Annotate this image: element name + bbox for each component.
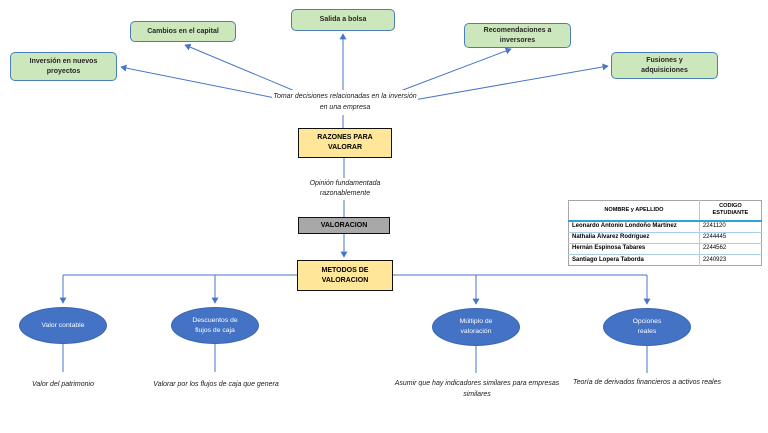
- node-descuentos-flujos-caja: Descuentos de flujos de caja: [171, 307, 259, 344]
- student-code: 2244562: [699, 243, 762, 256]
- table-row: Hernán Espinosa Tabares 2244562: [568, 243, 762, 256]
- table-header-row: NOMBRE y APELLIDO CODIGO ESTUDIANTE: [568, 200, 762, 222]
- node-label: Fusiones y adquisiciones: [641, 57, 688, 74]
- table-row: Santiago Lopera Taborda 2240923: [568, 254, 762, 266]
- node-label: Múltiplo de valoración: [459, 318, 493, 335]
- node-label: Descuentos de flujos de caja: [192, 316, 238, 334]
- node-label: Valor contable: [41, 321, 85, 329]
- node-label: METODOS DE VALORACION: [321, 266, 369, 284]
- node-cambios-capital: Cambios en el capital: [130, 21, 236, 42]
- node-metodos-de-valoracion: METODOS DE VALORACION: [297, 260, 393, 291]
- node-inversion-nuevos-proyectos: Inversión en nuevos proyectos: [10, 52, 117, 81]
- student-name: Nathalia Álvarez Rodríguez: [568, 232, 700, 244]
- student-name: Leonardo Antonio Londoño Martínez: [568, 220, 700, 233]
- table-row: Leonardo Antonio Londoño Martínez 224112…: [568, 220, 762, 233]
- header-nombre: NOMBRE y APELLIDO: [568, 200, 700, 222]
- node-salida-bolsa: Salida a bolsa: [291, 9, 395, 31]
- node-valoracion: VALORACION: [298, 217, 390, 234]
- node-fusiones-adquisiciones: Fusiones y adquisiciones: [611, 52, 718, 79]
- node-label: Opciones reales: [632, 318, 662, 335]
- node-opciones-reales: Opciones reales: [603, 308, 691, 346]
- node-valor-contable: Valor contable: [19, 307, 107, 344]
- caption-descuentos: Valorar por los flujos de caja que gener…: [153, 381, 279, 388]
- student-name: Hernán Espinosa Tabares: [568, 243, 700, 256]
- caption-valor-contable: Valor del patrimonio: [32, 381, 94, 388]
- caption-multiplo: Asumir que hay indicadores similares par…: [394, 380, 560, 398]
- node-razones-para-valorar: RAZONES PARA VALORAR: [298, 128, 392, 158]
- node-label: Salida a bolsa: [319, 16, 367, 24]
- node-label: Recomendaciones a inversores: [483, 27, 552, 44]
- students-table: NOMBRE y APELLIDO CODIGO ESTUDIANTE Leon…: [568, 200, 762, 267]
- student-code: 2244445: [699, 232, 762, 244]
- caption-opciones: Teoría de derivados financieros a activo…: [573, 379, 721, 386]
- header-codigo: CODIGO ESTUDIANTE: [699, 200, 762, 222]
- node-recomendaciones-inversores: Recomendaciones a inversores: [464, 23, 571, 48]
- annotation-opinion: Opinión fundamentada razonablemente: [297, 178, 393, 200]
- annotation-decision: Tomar decisiones relacionadas en la inve…: [272, 90, 418, 115]
- node-label: Inversión en nuevos proyectos: [29, 58, 98, 75]
- student-code: 2241120: [699, 220, 762, 233]
- table-row: Nathalia Álvarez Rodríguez 2244445: [568, 232, 762, 244]
- node-label: VALORACION: [320, 222, 368, 229]
- node-label: Cambios en el capital: [147, 27, 219, 35]
- node-multiplo-valoracion: Múltiplo de valoración: [432, 308, 520, 346]
- student-name: Santiago Lopera Taborda: [568, 254, 700, 266]
- node-label: RAZONES PARA VALORAR: [317, 134, 373, 151]
- student-code: 2240923: [702, 256, 727, 263]
